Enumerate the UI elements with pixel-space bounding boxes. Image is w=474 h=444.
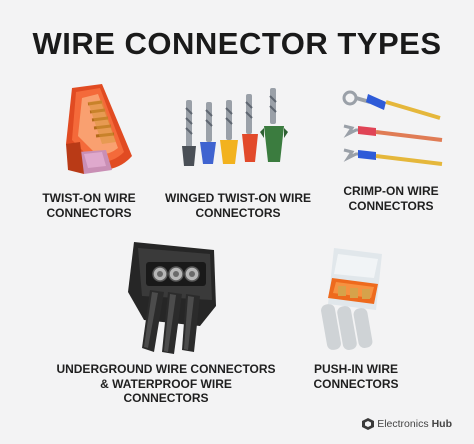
twist-on-connector-illustration bbox=[66, 84, 132, 174]
caption-crimp-on: CRIMP-ON WIRE CONNECTORS bbox=[316, 184, 466, 213]
caption-line: & WATERPROOF WIRE CONNECTORS bbox=[100, 376, 232, 406]
caption-line: CONNECTORS bbox=[348, 198, 434, 213]
caption-winged-twist-on: WINGED TWIST-ON WIRE CONNECTORS bbox=[160, 191, 316, 220]
caption-twist-on: TWIST-ON WIRE CONNECTORS bbox=[14, 191, 164, 220]
brand-name-bold: Hub bbox=[431, 418, 452, 430]
electronics-hub-logo-icon bbox=[362, 418, 375, 430]
caption-line: CONNECTORS bbox=[46, 205, 132, 220]
caption-line: CONNECTORS bbox=[313, 376, 399, 391]
caption-line: CONNECTORS bbox=[195, 205, 281, 220]
push-in-connector-illustration bbox=[321, 248, 382, 350]
caption-line: PUSH-IN WIRE bbox=[314, 362, 398, 376]
caption-line: CRIMP-ON WIRE bbox=[343, 184, 439, 198]
caption-line: UNDERGROUND WIRE CONNECTORS bbox=[56, 362, 276, 376]
caption-line: WINGED TWIST-ON WIRE bbox=[165, 191, 311, 205]
brand-name: Electronics bbox=[377, 418, 429, 430]
brand-watermark: Electronics Hub bbox=[362, 418, 452, 430]
underground-waterproof-connector-illustration bbox=[128, 242, 216, 354]
caption-underground-waterproof: UNDERGROUND WIRE CONNECTORS & WATERPROOF… bbox=[56, 362, 276, 406]
caption-push-in: PUSH-IN WIRE CONNECTORS bbox=[286, 362, 426, 391]
crimp-on-connectors-illustration bbox=[342, 90, 443, 166]
winged-twist-on-connectors-illustration bbox=[182, 88, 288, 166]
caption-line: TWIST-ON WIRE bbox=[42, 191, 136, 205]
page-title: WIRE CONNECTOR TYPES bbox=[32, 26, 442, 61]
